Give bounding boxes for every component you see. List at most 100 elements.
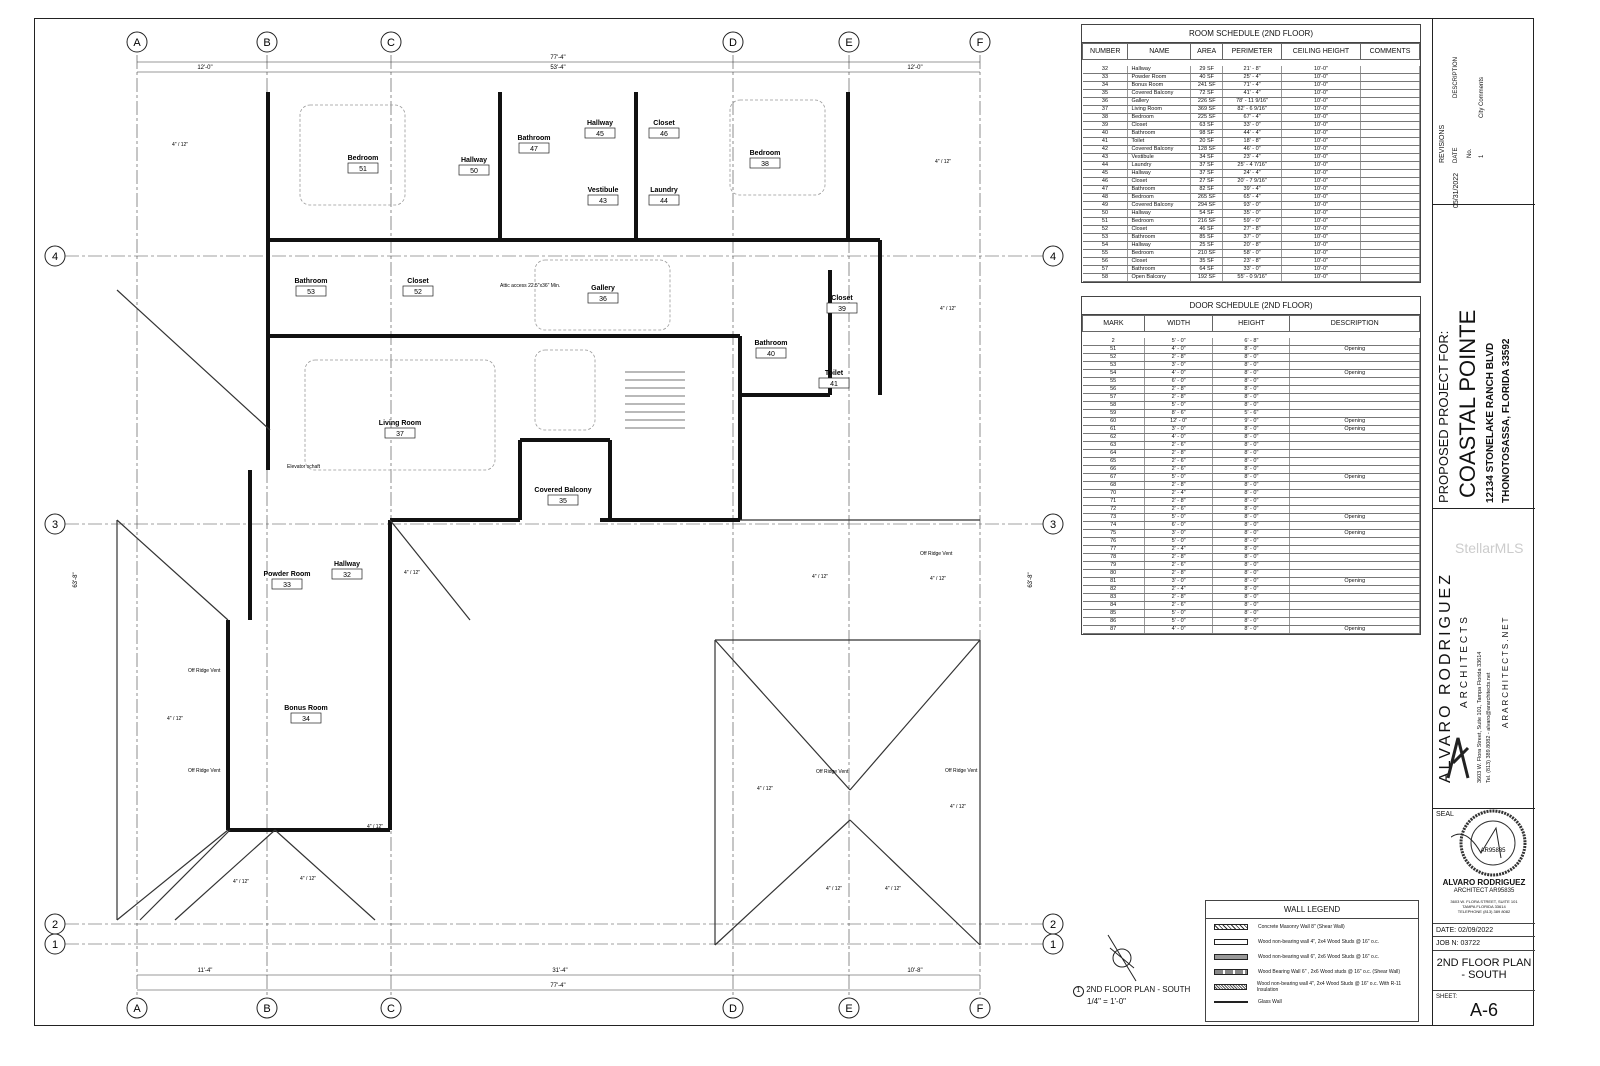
- door-schedule-cell: 2' - 4": [1144, 545, 1214, 554]
- room-schedule-cell: Hallway: [1127, 169, 1192, 178]
- room-name: Bedroom: [348, 155, 379, 162]
- room-schedule-cell: 265 SF: [1190, 193, 1224, 202]
- door-schedule-cell: [1289, 449, 1420, 458]
- wall-legend-title: WALL LEGEND: [1206, 901, 1418, 919]
- date-value: 02/09/2022: [1458, 927, 1494, 934]
- door-schedule-cell: 8' - 6": [1144, 409, 1214, 418]
- room-schedule-cell: 24' - 4": [1222, 169, 1283, 178]
- room-schedule-header: CEILING HEIGHT: [1281, 43, 1361, 60]
- room-schedule-cell: 93' - 0": [1222, 201, 1283, 210]
- door-schedule-cell: 8' - 0": [1212, 601, 1291, 610]
- room-schedule-cell: 72 SF: [1190, 89, 1224, 98]
- plan-note: 4" / 12": [812, 574, 828, 580]
- door-schedule-cell: 2' - 8": [1144, 553, 1214, 562]
- room-name: Gallery: [591, 285, 615, 292]
- sheet-number: A-6: [1469, 1000, 1498, 1020]
- architect-seal-icon: AR95835: [1451, 809, 1527, 877]
- door-schedule-cell: 76: [1082, 537, 1145, 546]
- room-schedule-cell: Hallway: [1127, 241, 1192, 250]
- door-schedule-cell: 8' - 0": [1212, 353, 1291, 362]
- door-schedule-cell: 5' - 6": [1212, 409, 1291, 418]
- watermark: StellarMLS: [1455, 540, 1524, 556]
- grid-label: E: [845, 37, 852, 49]
- room-schedule-cell: [1360, 137, 1421, 146]
- room-schedule-cell: 71' - 4": [1222, 81, 1283, 90]
- date-row: DATE: 02/09/2022: [1433, 923, 1535, 937]
- plan-note: 4" / 12": [826, 886, 842, 892]
- dimension-label: 12'-0": [907, 65, 922, 71]
- room-schedule-cell: 10'-0": [1281, 209, 1361, 218]
- room-tag: [749, 157, 781, 169]
- door-schedule-cell: 4' - 0": [1144, 345, 1214, 354]
- door-schedule-cell: [1289, 585, 1420, 594]
- door-schedule-cell: 2' - 8": [1144, 497, 1214, 506]
- room-schedule-cell: [1360, 161, 1421, 170]
- room-schedule-cell: [1360, 121, 1421, 130]
- plan-note: Attic access 22.5"x36" Min.: [500, 283, 560, 289]
- door-schedule-cell: 86: [1082, 617, 1145, 626]
- grid-label: 1: [1050, 939, 1056, 951]
- plan-note: 4" / 12": [930, 576, 946, 582]
- room-tag: [648, 127, 680, 139]
- door-schedule-cell: 8' - 0": [1212, 505, 1291, 514]
- wall-legend-item: Concrete Masonry Wall 8" (Shear Wall): [1206, 919, 1418, 934]
- room-schedule-cell: 54 SF: [1190, 209, 1224, 218]
- door-schedule-cell: [1289, 353, 1420, 362]
- door-schedule-cell: 67: [1082, 473, 1145, 482]
- room-schedule-cell: 37: [1082, 105, 1129, 114]
- door-schedule-cell: 80: [1082, 569, 1145, 578]
- room-schedule-cell: 10'-0": [1281, 169, 1361, 178]
- room-schedule-cell: 35: [1082, 89, 1129, 98]
- room-schedule-cell: 20 SF: [1190, 137, 1224, 146]
- room-schedule-cell: 128 SF: [1190, 145, 1224, 154]
- job-value: 03722: [1460, 940, 1480, 947]
- room-schedule-header: PERIMETER: [1222, 43, 1283, 60]
- room-schedule-cell: Bedroom: [1127, 113, 1192, 122]
- door-schedule-cell: 8' - 0": [1212, 377, 1291, 386]
- room-schedule-cell: 49: [1082, 201, 1129, 210]
- door-schedule-cell: [1289, 553, 1420, 562]
- room-schedule-cell: Hallway: [1127, 209, 1192, 218]
- door-schedule-cell: 12' - 0": [1144, 417, 1214, 426]
- room-schedule-cell: 55' - 0 9/16": [1222, 273, 1283, 282]
- room-number: 35: [559, 498, 567, 505]
- grid-bubble: [722, 31, 744, 53]
- door-schedule-header: HEIGHT: [1212, 315, 1291, 332]
- wall-swatch-icon: [1214, 938, 1248, 945]
- room-schedule-cell: 241 SF: [1190, 81, 1224, 90]
- room-schedule-header: NAME: [1127, 43, 1192, 60]
- door-schedule-cell: [1289, 537, 1420, 546]
- ceiling-outline: [729, 99, 826, 196]
- door-schedule-cell: [1289, 617, 1420, 626]
- grid-bubble: [44, 513, 66, 535]
- door-schedule-cell: 58: [1082, 401, 1145, 410]
- door-schedule-cell: [1289, 409, 1420, 418]
- room-schedule-cell: 58: [1082, 273, 1129, 282]
- room-number: 47: [530, 146, 538, 153]
- room-number: 43: [599, 198, 607, 205]
- room-schedule-cell: 58' - 0": [1222, 249, 1283, 258]
- grid-bubble: [256, 997, 278, 1019]
- room-number: 46: [660, 131, 668, 138]
- roof-line: [389, 519, 471, 621]
- room-tag: [290, 712, 322, 724]
- door-schedule-cell: 59: [1082, 409, 1145, 418]
- firm-website: ARARCHITECTS.NET: [1501, 615, 1510, 728]
- firm-sub: ARCHITECTS: [1459, 614, 1470, 708]
- door-schedule-cell: 2' - 8": [1144, 353, 1214, 362]
- door-schedule-cell: Opening: [1289, 625, 1420, 634]
- wall-legend-label: Wood non-bearing wall 4", 2x4 Wood Studs…: [1256, 980, 1402, 993]
- room-schedule-cell: 10'-0": [1281, 217, 1361, 226]
- door-schedule-cell: Opening: [1289, 425, 1420, 434]
- door-schedule-cell: [1289, 489, 1420, 498]
- door-schedule-cell: 81: [1082, 577, 1145, 586]
